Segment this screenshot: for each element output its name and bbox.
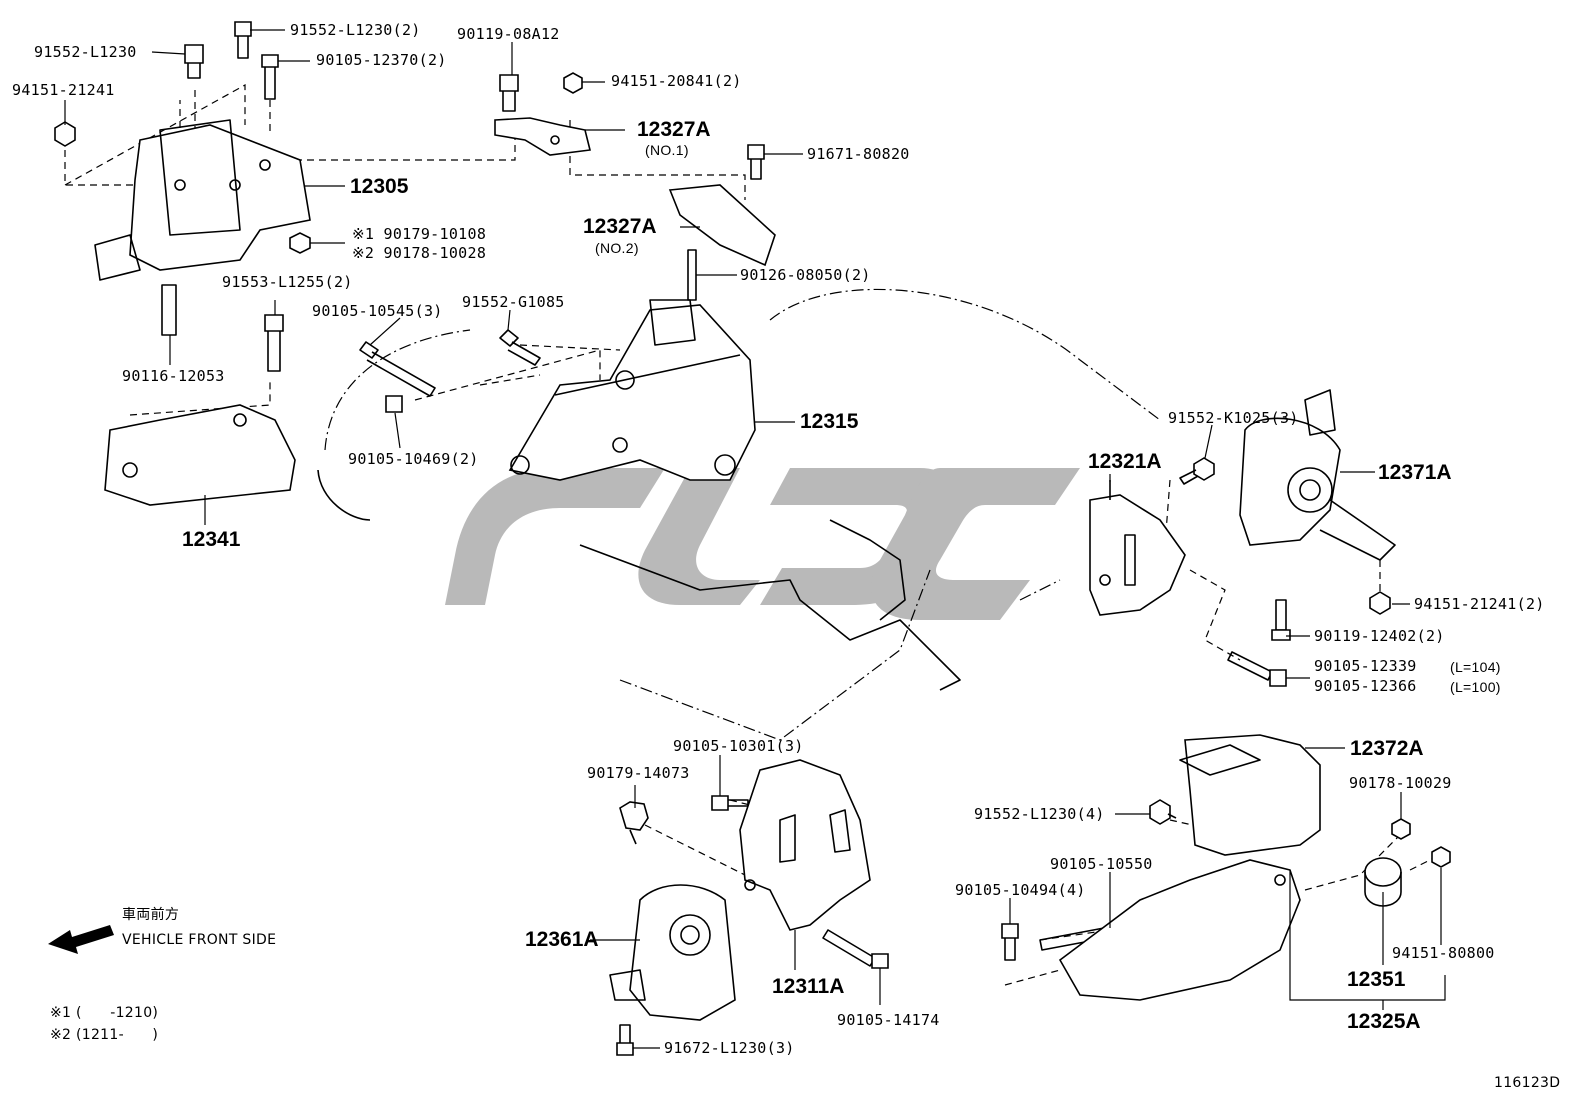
label-90105-12339-length: (L=104) bbox=[1450, 659, 1501, 675]
label-12371A: 12371A bbox=[1378, 461, 1452, 484]
label-90105-10545: 90105-10545(3) bbox=[312, 302, 443, 320]
label-90105-12366-length: (L=100) bbox=[1450, 679, 1501, 695]
label-90105-10494: 90105-10494(4) bbox=[955, 881, 1086, 899]
vehicle-front-arrow bbox=[48, 925, 114, 954]
watermark-logo bbox=[445, 468, 1080, 620]
label-90105-12370: 90105-12370(2) bbox=[316, 51, 447, 69]
label-90105-10301: 90105-10301(3) bbox=[673, 737, 804, 755]
leader-lines bbox=[64, 29, 1446, 1049]
label-12321A: 12321A bbox=[1088, 450, 1162, 473]
label-91671-80820: 91671-80820 bbox=[807, 145, 910, 163]
label-12327A-no2-sub: (NO.2) bbox=[595, 240, 639, 256]
label-90105-14174: 90105-14174 bbox=[837, 1011, 940, 1029]
label-94151-20841: 94151-20841(2) bbox=[611, 72, 742, 90]
label-12311A: 12311A bbox=[772, 975, 845, 998]
label-91552-L1230-2: 91552-L1230(2) bbox=[290, 21, 421, 39]
label-12305: 12305 bbox=[350, 175, 409, 198]
label-91552-L1230-4: 91552-L1230(4) bbox=[974, 805, 1105, 823]
diagram-id: 116123D bbox=[1494, 1075, 1561, 1091]
label-91672-L1230: 91672-L1230(3) bbox=[664, 1039, 795, 1057]
label-90105-10550: 90105-10550 bbox=[1050, 855, 1153, 873]
label-90178-10029: 90178-10029 bbox=[1349, 774, 1452, 792]
footnote-2: ※2 (1211- ) bbox=[50, 1027, 159, 1043]
label-90105-12366: 90105-12366 bbox=[1314, 677, 1417, 695]
footnote-1: ※1 ( -1210) bbox=[50, 1005, 159, 1021]
bolt-parts bbox=[54, 21, 1451, 1056]
label-90119-12402: 90119-12402(2) bbox=[1314, 627, 1445, 645]
engine-outline bbox=[317, 288, 1161, 741]
label-12341: 12341 bbox=[182, 528, 241, 551]
label-12327A-no2: 12327A bbox=[583, 215, 657, 238]
component-parts bbox=[94, 117, 1396, 1021]
label-91552-K1025: 91552-K1025(3) bbox=[1168, 409, 1299, 427]
label-12325A: 12325A bbox=[1347, 1010, 1421, 1033]
label-12315: 12315 bbox=[800, 410, 859, 433]
front-note-jp: 車両前方 bbox=[122, 907, 180, 923]
label-90126-08050: 90126-08050(2) bbox=[740, 266, 871, 284]
label-94151-21241-2: 94151-21241(2) bbox=[1414, 595, 1545, 613]
label-12327A-no1-sub: (NO.1) bbox=[645, 142, 689, 158]
label-90179-10108: ※1 90179-10108 bbox=[352, 225, 487, 243]
label-90119-08A12: 90119-08A12 bbox=[457, 25, 560, 43]
label-12372A: 12372A bbox=[1350, 737, 1424, 760]
label-90116-12053: 90116-12053 bbox=[122, 367, 225, 385]
label-12351: 12351 bbox=[1347, 968, 1406, 991]
label-90105-12339: 90105-12339 bbox=[1314, 657, 1417, 675]
label-90178-10028: ※2 90178-10028 bbox=[352, 244, 487, 262]
label-94151-80800: 94151-80800 bbox=[1392, 944, 1495, 962]
label-12361A: 12361A bbox=[525, 928, 599, 951]
label-90105-10469: 90105-10469(2) bbox=[348, 450, 479, 468]
label-91553-L1255: 91553-L1255(2) bbox=[222, 273, 353, 291]
label-90179-14073: 90179-14073 bbox=[587, 764, 690, 782]
front-note-en: VEHICLE FRONT SIDE bbox=[122, 932, 277, 948]
label-91552-G1085: 91552-G1085 bbox=[462, 293, 565, 311]
label-94151-21241: 94151-21241 bbox=[12, 81, 115, 99]
label-12327A-no1: 12327A bbox=[637, 118, 711, 141]
label-91552-L1230: 91552-L1230 bbox=[34, 43, 137, 61]
